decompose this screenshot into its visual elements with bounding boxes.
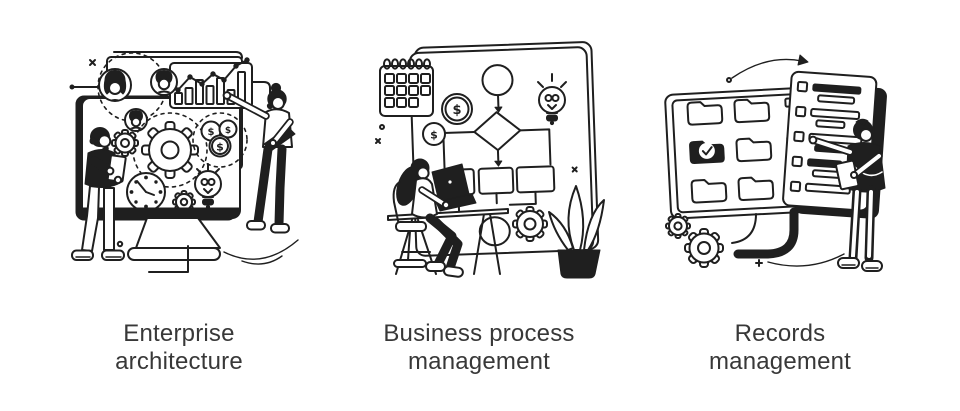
dollar-sign: $ [452, 103, 461, 118]
flowchart-step [477, 166, 515, 195]
calendar-icon [379, 58, 434, 117]
clock-icon [126, 172, 166, 212]
flowchart-start-node [481, 64, 514, 97]
caption-business-process-management: Business process management [383, 320, 575, 375]
man-pointing [808, 118, 886, 272]
avatar-woman-icon [101, 70, 129, 100]
gear-large-icon [132, 112, 208, 188]
dollar-coins-icon: $ $ [422, 93, 473, 146]
dollar-coins-icon: $ $ $ [192, 112, 248, 168]
flowchart-step [515, 165, 556, 194]
man-with-tablet [71, 127, 127, 261]
woman-working [392, 158, 464, 278]
checklist-row [794, 105, 861, 130]
enterprise-architecture-illustration: $ $ $ [69, 51, 299, 273]
woman-with-laptop [222, 82, 296, 234]
growth-bar-chart [169, 57, 274, 110]
dollar-sign: $ [430, 129, 438, 142]
checklist-row [789, 180, 851, 195]
sparkles [375, 124, 385, 144]
swoosh-lines [223, 239, 299, 265]
gear-icon [512, 206, 548, 242]
panel-records-management [642, 34, 914, 311]
curved-arrow-icon [726, 54, 809, 83]
records-management-illustration [664, 54, 887, 272]
swoosh-lines [755, 253, 845, 267]
panel-business-process-management: $ $ [352, 24, 616, 301]
business-process-illustration: $ $ [375, 41, 605, 279]
monitor-stand [731, 207, 799, 259]
dollar-sign: $ [225, 126, 231, 136]
light-bulb-icon [194, 163, 222, 210]
dollar-sign: $ [208, 127, 215, 138]
gear-large-icon [684, 228, 724, 268]
checklist-row [796, 80, 862, 105]
caption-enterprise-architecture: Enterprise architecture [115, 320, 243, 375]
potted-plant [548, 185, 605, 279]
gear-tiny-icon [172, 190, 196, 214]
gear-small-icon [665, 213, 691, 239]
light-bulb-icon [537, 73, 567, 126]
monitor-stand [81, 207, 241, 273]
dollar-sign: $ [216, 141, 224, 154]
caption-records-management: Records management [708, 320, 852, 375]
panel-enterprise-architecture: $ $ $ [52, 10, 308, 299]
gear-small-icon [111, 129, 139, 157]
